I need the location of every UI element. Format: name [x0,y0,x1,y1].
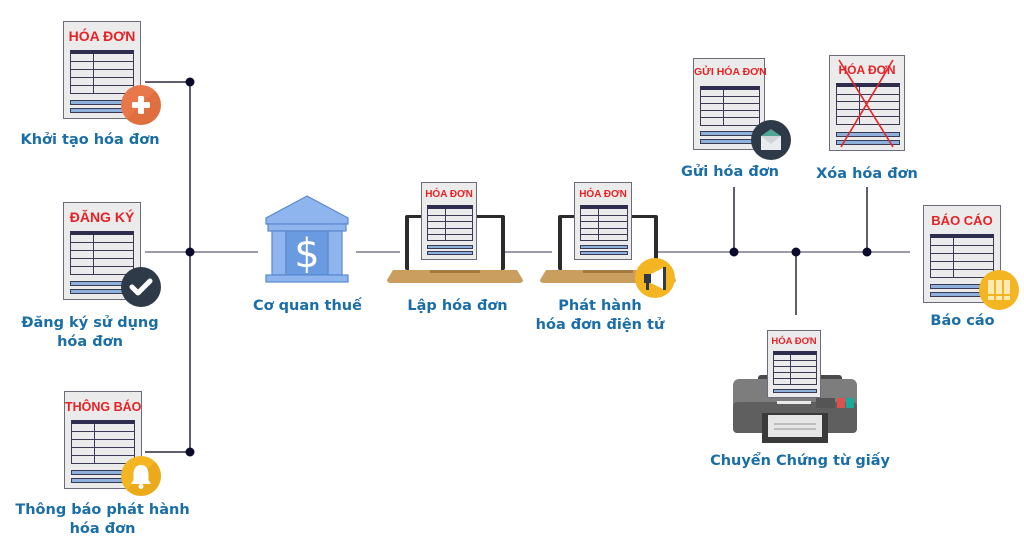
printer-icon [733,375,857,443]
node-label: Xóa hóa đơn [816,166,918,182]
check-icon [121,267,161,307]
node-label: Gửi hóa đơn [680,164,780,180]
svg-text:$: $ [294,231,319,277]
node-label-line-1: Đăng ký sử dụng [21,315,159,331]
document-title: GỬI HÓA ĐƠN [694,66,767,78]
node-khoi-tao-hoa-don: HÓA ĐƠN Khởi tạo hóa đơn [0,0,190,160]
document-title: THÔNG BÁO [65,400,142,414]
megaphone-icon [635,258,675,298]
node-thong-bao-phat-hanh: THÔNG BÁO Thông báo phát hành hóa đơn [0,380,190,545]
node-xoa-hoa-don: HÓA ĐƠN Xóa hóa đơn [800,50,930,190]
invoice-document-icon: HÓA ĐƠN [767,330,821,398]
cross-out-icon [838,59,894,148]
invoice-document-icon: HÓA ĐƠN [421,182,477,260]
node-label: Chuyển Chứng từ giấy [710,453,890,469]
node-phat-hanh: HÓA ĐƠN Phát hành hóa đơn điện tử [520,170,690,340]
document-title: HÓA ĐƠN [68,28,136,44]
node-label-line-2: hóa đơn [69,521,136,537]
document-title: HÓA ĐƠN [579,189,627,200]
node-label-line-2: hóa đơn [57,334,123,350]
document-title: HÓA ĐƠN [838,63,896,77]
node-label-line-1: Phát hành [558,298,642,314]
junction-dot [185,447,195,457]
junction-dot [185,247,195,257]
invoice-document-icon: HÓA ĐƠN [829,55,905,151]
node-label: Lập hóa đơn [407,298,508,314]
junction-dot [185,77,195,87]
junction-dot [729,247,739,257]
notice-document-icon: THÔNG BÁO [64,391,142,489]
plus-icon [121,85,161,125]
document-title: HÓA ĐƠN [425,189,473,200]
node-label: Báo cáo [930,313,995,329]
junction-dot [862,247,872,257]
registration-document-icon: ĐĂNG KÝ [63,202,141,300]
node-gui-hoa-don: GỬI HÓA ĐƠN Gửi hóa đơn [680,50,800,190]
node-co-quan-thue: $ Cơ quan thuế [250,185,365,320]
junction-dot [791,247,801,257]
document-title: ĐĂNG KÝ [69,209,135,225]
node-label-line-2: hóa đơn điện tử [535,317,665,333]
node-label: Cơ quan thuế [253,298,362,314]
node-label-line-1: Thông báo phát hành [15,502,190,518]
envelope-icon [751,120,791,160]
node-bao-cao: BÁO CÁO Báo cáo [900,190,1024,340]
bank-dollar-icon: $ [265,195,349,283]
node-lap-hoa-don: HÓA ĐƠN Lập hóa đơn [375,170,525,320]
document-title: HÓA ĐƠN [771,336,817,347]
node-dang-ky-su-dung: ĐĂNG KÝ Đăng ký sử dụng hóa đơn [0,190,190,350]
node-label: Khởi tạo hóa đơn [20,132,160,148]
bell-icon [121,456,161,496]
document-title: BÁO CÁO [931,213,993,228]
node-chuyen-chung-tu-giay: HÓA ĐƠN Chuyển Chứng từ giấy [700,320,900,480]
binders-icon [979,270,1019,310]
invoice-document-icon: HÓA ĐƠN [574,182,632,260]
